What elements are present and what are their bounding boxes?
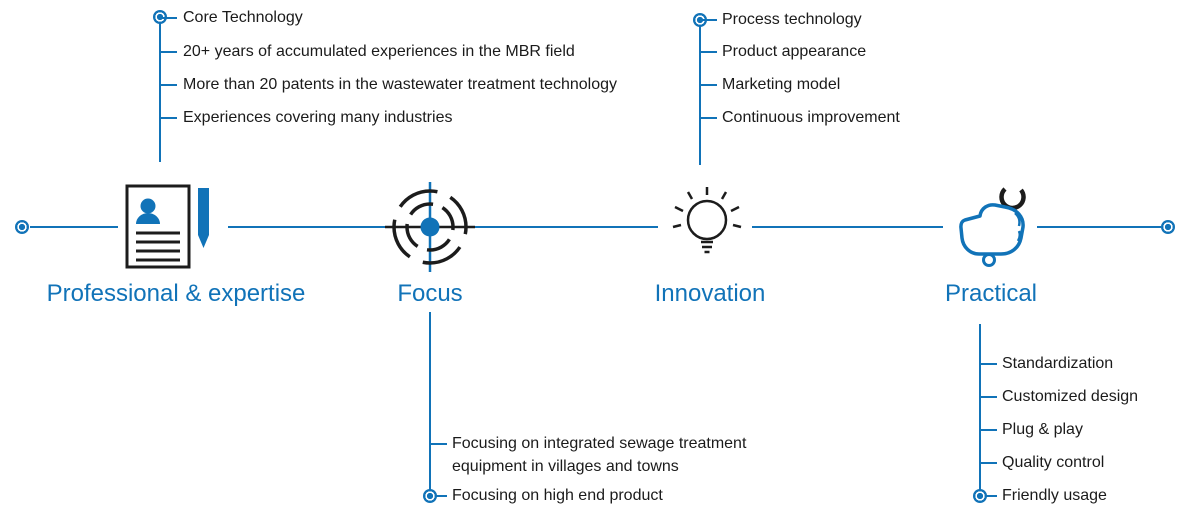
- item-tick: [980, 396, 997, 398]
- branch-item: More than 20 patents in the wastewater t…: [183, 76, 618, 93]
- item-tick: [160, 84, 177, 86]
- item-tick: [980, 429, 997, 431]
- item-tick: [700, 51, 717, 53]
- branch-line-focus: [429, 312, 431, 496]
- branch-line-practical: [979, 324, 981, 496]
- branch-item: Product appearance: [722, 43, 867, 60]
- timeline-segment: [475, 226, 658, 228]
- timeline-segment: [1037, 226, 1161, 228]
- branch-item: Customized design: [1002, 388, 1139, 405]
- item-tick: [160, 117, 177, 119]
- branch-item: Plug & play: [1002, 421, 1083, 438]
- branch-item: Friendly usage: [1002, 487, 1107, 504]
- branch-item: Core Technology: [183, 9, 303, 26]
- item-tick: [700, 117, 717, 119]
- wrench-hand-icon: [959, 187, 1026, 267]
- item-tick: [700, 84, 717, 86]
- item-tick: [980, 363, 997, 365]
- item-tick: [980, 462, 997, 464]
- target-icon: [385, 182, 475, 272]
- branch-item: Standardization: [1002, 355, 1114, 372]
- node-label-practical: Practical: [944, 280, 1038, 307]
- item-tick: [430, 495, 447, 497]
- branch-item: Focusing on high end product: [452, 487, 663, 504]
- branch-item: Marketing model: [722, 76, 841, 93]
- item-tick: [700, 19, 717, 21]
- branch-item: Process technology: [722, 11, 862, 28]
- branch-item: Experiences covering many industries: [183, 109, 453, 126]
- node-label-innovation: Innovation: [654, 280, 766, 307]
- item-tick: [980, 495, 997, 497]
- item-tick: [430, 443, 447, 445]
- branch-line-innovation: [699, 20, 701, 165]
- node-label-focus: Focus: [397, 280, 463, 307]
- timeline-segment: [228, 226, 386, 228]
- branch-item: Continuous improvement: [722, 109, 900, 126]
- branch-endpoint-practical: [973, 489, 987, 503]
- timeline-endpoint-left: [15, 220, 29, 234]
- timeline-endpoint-right: [1161, 220, 1175, 234]
- timeline-segment: [30, 226, 118, 228]
- timeline-segment: [752, 226, 943, 228]
- lightbulb-icon: [672, 187, 742, 254]
- branch-line-professional: [159, 17, 161, 162]
- resume-icon: [125, 184, 209, 269]
- branch-item: Quality control: [1002, 454, 1105, 471]
- branch-item: Focusing on integrated sewage treatment …: [452, 435, 747, 475]
- item-tick: [160, 17, 177, 19]
- branch-endpoint-focus: [423, 489, 437, 503]
- node-label-professional: Professional & expertise: [46, 280, 306, 307]
- branch-item: 20+ years of accumulated experiences in …: [183, 43, 575, 60]
- item-tick: [160, 51, 177, 53]
